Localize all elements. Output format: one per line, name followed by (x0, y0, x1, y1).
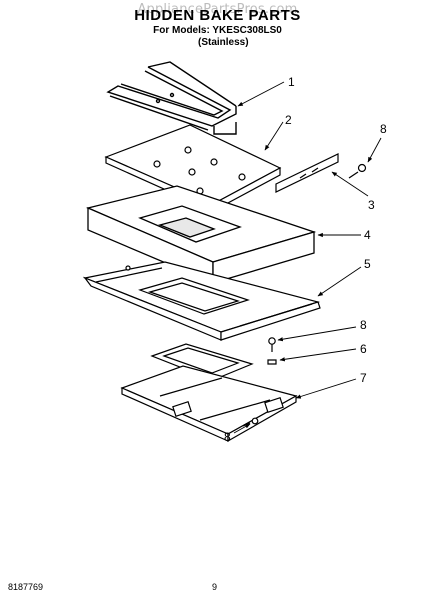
element-cover-plate-part (104, 124, 282, 213)
leader-lines (233, 81, 382, 434)
gasket-clip-part (267, 359, 277, 365)
bottom-vent-plate-part (120, 365, 298, 443)
variant-label: (Stainless) (198, 37, 249, 48)
models-line: For Models: YKESC308LS0 (153, 25, 282, 36)
callout-label: 6 (360, 342, 367, 356)
callout-label: 7 (360, 371, 367, 385)
callout-label: 4 (364, 228, 371, 242)
callout-label: 8 (360, 318, 367, 332)
callout-label: 5 (364, 257, 371, 271)
bake-element-part (106, 61, 237, 135)
insulation-part (85, 185, 317, 284)
callout-label: 8 (224, 430, 231, 444)
callout-label: 2 (285, 113, 292, 127)
watermark: AppliancePartsPros.com (137, 2, 298, 17)
page-number: 9 (212, 582, 218, 592)
callout-label: 3 (368, 198, 375, 212)
callout-label: 1 (288, 75, 295, 89)
bracket-part (275, 153, 339, 193)
oven-bottom-pan-part (82, 261, 321, 341)
document-number: 8187769 (8, 582, 44, 592)
gasket-part (150, 343, 254, 381)
page-title: HIDDEN BAKE PARTS (134, 7, 301, 24)
callout-label: 8 (380, 122, 387, 136)
